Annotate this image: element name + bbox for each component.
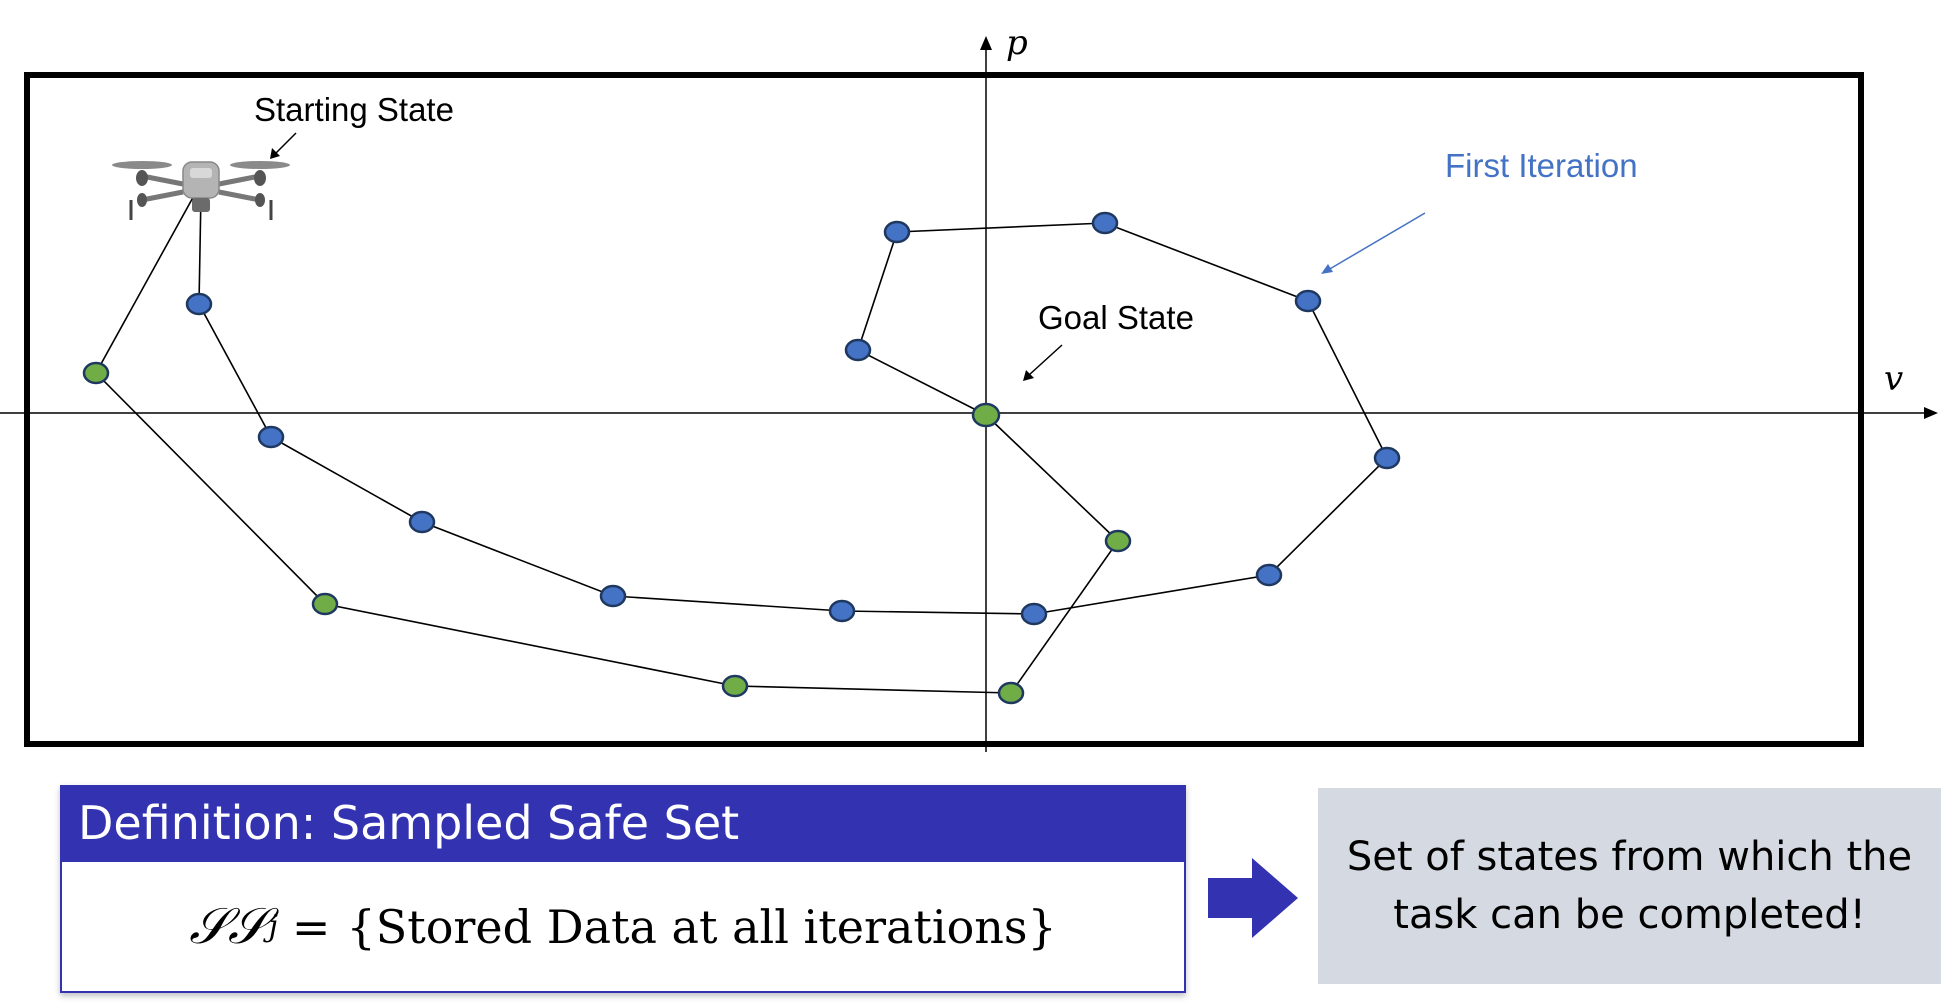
blue-marker [599, 584, 627, 608]
first-iteration-pointer-head [1321, 264, 1333, 274]
first-iteration-label: First Iteration [1445, 147, 1638, 184]
p-axis-arrowhead [980, 36, 992, 50]
green-markers [82, 361, 1132, 705]
goal-state-pointer [1028, 344, 1063, 376]
definition-header: Definition: Sampled Safe Set [60, 785, 1186, 862]
goal-state-label: Goal State [1038, 299, 1194, 336]
safe-set-symbol: 𝒮𝒮 [189, 898, 267, 954]
blue-marker [883, 220, 911, 244]
blue-marker [1255, 563, 1283, 587]
first-iteration-pointer [1327, 212, 1426, 271]
state-space-diagram: v p Starting State Goal State First Iter… [0, 23, 1938, 752]
green-marker [997, 681, 1025, 705]
blue-marker [1373, 446, 1401, 470]
right-arrow-icon [1208, 858, 1298, 938]
goal-state-pointer-head [1023, 370, 1034, 381]
v-axis-arrowhead [1924, 407, 1938, 419]
blue-trajectory [198, 192, 1388, 615]
blue-marker [1020, 602, 1048, 626]
green-marker [82, 361, 110, 385]
result-text: Set of states from which the task can be… [1346, 834, 1913, 938]
v-axis-label: v [1884, 359, 1903, 399]
blue-markers [185, 211, 1401, 626]
blue-marker [257, 425, 285, 449]
green-marker [721, 674, 749, 698]
blue-marker [408, 510, 436, 534]
starting-state-label: Starting State [254, 91, 454, 128]
blue-marker [1091, 211, 1119, 235]
starting-state-pointer [274, 132, 297, 155]
blue-marker [844, 338, 872, 362]
drone-icon [112, 161, 290, 220]
equals-sign: = [291, 899, 331, 954]
state-space-frame [24, 72, 1864, 747]
blue-marker [185, 292, 213, 316]
starting-state-pointer-head [270, 148, 280, 159]
blue-marker [1294, 289, 1322, 313]
blue-marker [828, 599, 856, 623]
green-trajectory [95, 191, 1120, 694]
iteration-superscript: j [268, 909, 278, 944]
green-marker [971, 402, 1001, 428]
green-marker [311, 592, 339, 616]
result-box: Set of states from which the task can be… [1318, 788, 1941, 984]
p-axis-label: p [1006, 23, 1028, 63]
green-marker [1104, 529, 1132, 553]
set-description: {Stored Data at all iterations} [346, 899, 1057, 954]
